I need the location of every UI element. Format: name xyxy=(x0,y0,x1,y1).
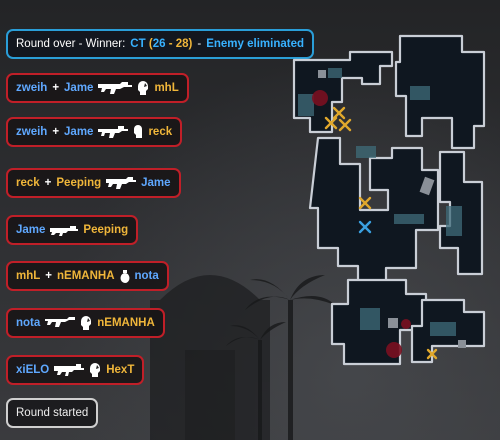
close-paren: ) xyxy=(188,38,193,50)
map-zone xyxy=(430,322,456,336)
score-ct: 26 xyxy=(152,38,166,50)
t-death-x-icon xyxy=(426,348,438,360)
round-started-text: Round started xyxy=(16,407,89,419)
map-crate xyxy=(388,318,398,328)
victim-name: reck xyxy=(148,126,173,138)
victim-name: Peeping xyxy=(83,224,129,236)
assister-name: Peeping xyxy=(56,177,102,189)
t-death-x-icon xyxy=(338,118,352,132)
assist-plus: + xyxy=(52,82,60,94)
round-over-prefix: Round over - Winner: xyxy=(16,38,126,50)
blood-spot xyxy=(386,342,402,358)
headshot-icon xyxy=(134,125,143,138)
killfeed-entry: reck + Peeping Jame xyxy=(6,168,181,198)
winner-team: CT xyxy=(130,38,146,50)
map-crate xyxy=(458,340,466,348)
grenade-icon xyxy=(120,270,129,283)
victim-name: HexT xyxy=(106,364,135,376)
t-death-x-icon xyxy=(324,116,338,130)
map-zone xyxy=(446,206,462,236)
radar-minimap[interactable] xyxy=(290,28,490,383)
killer-name: zweih xyxy=(16,82,48,94)
headshot-icon xyxy=(90,363,101,377)
assister-name: nEMANHA xyxy=(57,270,115,282)
assist-plus: + xyxy=(45,270,52,282)
map-zone xyxy=(394,214,424,224)
map-crate xyxy=(318,70,326,78)
killer-name: nota xyxy=(16,317,41,329)
assist-plus: + xyxy=(52,126,60,138)
pistol-icon xyxy=(45,317,76,327)
t-death-x-icon xyxy=(358,196,372,210)
killer-name: xiELO xyxy=(16,364,50,376)
killfeed-entry: Jame Peeping xyxy=(6,215,139,245)
palm-tree xyxy=(226,322,286,440)
round-over-reason: Enemy eliminated xyxy=(206,38,305,50)
open-paren: ( xyxy=(148,38,153,50)
map-zone xyxy=(298,94,314,116)
map-area-north-west xyxy=(292,50,394,134)
smg-icon xyxy=(54,364,85,376)
rifle-icon xyxy=(98,82,133,94)
headshot-icon xyxy=(81,316,92,330)
map-zone xyxy=(410,86,430,100)
map-area-mid xyxy=(308,136,440,290)
killer-name: zweih xyxy=(16,126,48,138)
assister-name: Jame xyxy=(64,82,94,94)
reason-separator: - xyxy=(197,38,202,50)
victim-name: mhL xyxy=(154,82,179,94)
killfeed-entry: nota nEMANHA xyxy=(6,308,165,338)
assist-plus: + xyxy=(44,177,52,189)
victim-name: nota xyxy=(134,270,159,282)
headshot-icon xyxy=(138,81,149,95)
killfeed-entry: zweih + Jame reck xyxy=(6,117,183,147)
map-area-north-east xyxy=(394,34,486,150)
palm-tree xyxy=(245,275,335,440)
ct-death-x-icon xyxy=(358,220,372,234)
victim-name: nEMANHA xyxy=(97,317,155,329)
smg-icon xyxy=(50,226,79,236)
t-death-x-icon xyxy=(332,106,346,120)
map-zone xyxy=(360,308,380,330)
round-started-notice: Round started xyxy=(6,398,99,428)
score-dash: - xyxy=(168,38,173,50)
doorway-silhouette xyxy=(185,350,235,440)
blood-spot xyxy=(401,319,411,329)
map-zone xyxy=(356,146,376,158)
minimap-svg xyxy=(292,34,486,366)
killfeed-entry: xiELO HexT xyxy=(6,355,145,385)
killfeed-entry: zweih + Jame mhL xyxy=(6,73,189,103)
assister-name: Jame xyxy=(64,126,94,138)
map-zone xyxy=(328,68,342,78)
killer-name: reck xyxy=(16,177,40,189)
round-over-banner: Round over - Winner: CT (26 - 28) - Enem… xyxy=(6,29,315,59)
rifle-icon xyxy=(106,177,137,189)
victim-name: Jame xyxy=(141,177,171,189)
arch-silhouette xyxy=(160,275,260,300)
sniper-icon xyxy=(98,126,129,138)
map-crate xyxy=(419,176,435,196)
blood-spot xyxy=(312,90,328,106)
score-t: 28 xyxy=(175,38,189,50)
killfeed-entry: mhL + nEMANHA nota xyxy=(6,261,169,291)
killer-name: Jame xyxy=(16,224,46,236)
killer-name: mhL xyxy=(16,270,41,282)
